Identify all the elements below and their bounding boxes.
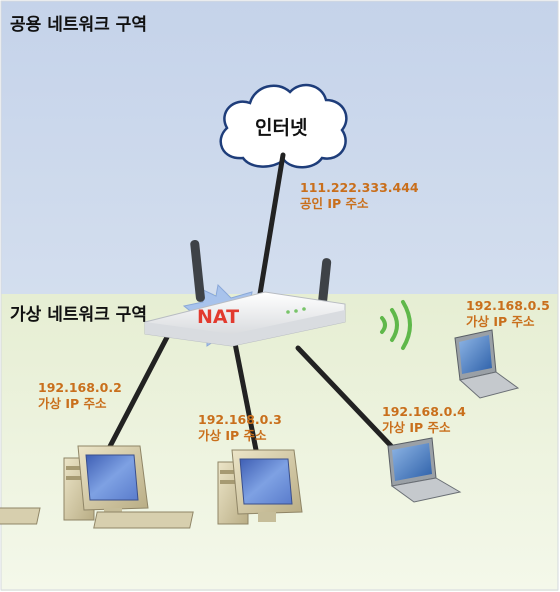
laptop-icon	[387, 437, 462, 503]
wifi-signal-icon	[380, 300, 412, 350]
host-ip-type: 가상 IP 주소	[382, 420, 451, 435]
internet-label: 인터넷	[255, 117, 308, 139]
host-label: 192.168.0.2 가상 IP 주소	[38, 380, 122, 412]
host-ip-address: 192.168.0.3	[198, 412, 282, 427]
host-ip-type: 가상 IP 주소	[38, 396, 107, 411]
host-label: 192.168.0.3 가상 IP 주소	[198, 412, 282, 444]
public-ip-label: 111.222.333.444 공인 IP 주소	[300, 180, 419, 212]
cable-internet-router	[256, 152, 286, 303]
host-label: 192.168.0.5 가상 IP 주소	[466, 298, 550, 330]
host-ip-address: 192.168.0.4	[382, 404, 466, 419]
private-zone-title: 가상 네트워크 구역	[10, 305, 147, 325]
cable-router-pc1	[103, 317, 179, 457]
host-ip-address: 192.168.0.2	[38, 380, 122, 395]
public-ip-address: 111.222.333.444	[300, 180, 419, 195]
desktop-computer-icon	[93, 449, 303, 529]
router-icon	[144, 240, 346, 347]
cable-router-pc2	[229, 325, 261, 463]
host-ip-address: 192.168.0.5	[466, 298, 550, 313]
host-ip-type: 가상 IP 주소	[466, 314, 535, 329]
desktop-computer-icon	[0, 445, 149, 525]
internet-cloud-icon	[219, 83, 348, 169]
cable-router-laptop1	[295, 345, 396, 451]
laptop-icon	[454, 329, 520, 399]
public-zone-title: 공용 네트워크 구역	[10, 15, 147, 35]
host-label: 192.168.0.4 가상 IP 주소	[382, 404, 466, 436]
nat-label: NAT	[197, 306, 240, 328]
public-ip-type: 공인 IP 주소	[300, 196, 369, 211]
host-ip-type: 가상 IP 주소	[198, 428, 267, 443]
